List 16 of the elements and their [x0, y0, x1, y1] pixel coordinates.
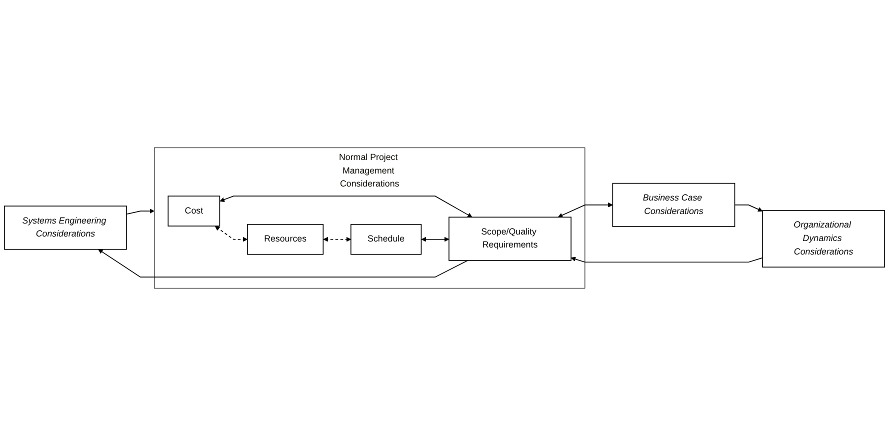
node-box: Organizational Dynamics Considerations: [762, 210, 885, 268]
arrow: [126, 208, 154, 215]
arrow: [220, 196, 472, 218]
node-box: Business Case Considerations: [612, 182, 736, 228]
arrow: [214, 226, 248, 242]
node-box: Resources: [247, 224, 324, 255]
arrow: [98, 249, 468, 278]
node-box: Cost: [168, 196, 220, 226]
arrow: [734, 204, 763, 212]
arrow: [570, 256, 763, 263]
arrow: [558, 202, 613, 218]
node-box: Schedule: [350, 224, 422, 255]
arrow: [421, 236, 450, 242]
node-box: Systems Engineering Considerations: [4, 206, 127, 250]
node-box: Scope/Quality Requirements: [448, 216, 572, 261]
arrow: [323, 236, 352, 242]
